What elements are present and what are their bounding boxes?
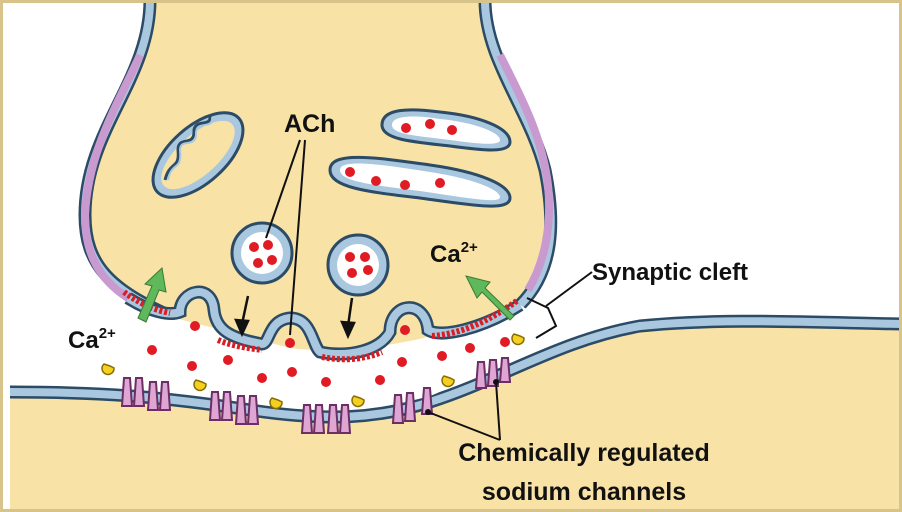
sodium-channels bbox=[120, 357, 512, 434]
ach-pointer-lines bbox=[265, 139, 306, 336]
postsynaptic-membrane-fill bbox=[9, 317, 902, 421]
er-sac-lower bbox=[328, 155, 512, 208]
calcium-label-right-base: Ca bbox=[430, 241, 461, 268]
postsynaptic-cell bbox=[10, 321, 902, 512]
binding-sites bbox=[101, 333, 525, 410]
active-zone-2 bbox=[216, 337, 263, 353]
calcium-label-right-sup: 2+ bbox=[461, 239, 478, 256]
exocytosis-arrows bbox=[234, 295, 356, 340]
calcium-label-left-base: Ca bbox=[68, 327, 99, 354]
synaptic-cleft-bracket bbox=[526, 271, 593, 339]
calcium-arrows bbox=[137, 266, 515, 323]
er-sac-upper bbox=[380, 108, 512, 152]
calcium-label-left: Ca2+ bbox=[68, 325, 116, 354]
channel-pointer-lines bbox=[427, 381, 501, 441]
mitochondrion bbox=[151, 111, 245, 199]
presynaptic-membrane-purple-left bbox=[80, 53, 144, 302]
synaptic-vesicle-left bbox=[230, 221, 294, 285]
presynaptic-terminal bbox=[85, 0, 551, 351]
ach-label: ACh bbox=[284, 110, 335, 138]
calcium-label-right: Ca2+ bbox=[430, 239, 478, 268]
synaptic-vesicle-right bbox=[326, 233, 390, 297]
sodium-channels-label-line2: sodium channels bbox=[482, 478, 686, 506]
presynaptic-membrane-purple-right bbox=[496, 53, 554, 293]
calcium-label-left-sup: 2+ bbox=[99, 325, 116, 342]
synaptic-cleft-label: Synaptic cleft bbox=[592, 259, 748, 286]
sodium-channels-label-line1: Chemically regulated bbox=[458, 439, 709, 467]
active-zone-3 bbox=[321, 349, 384, 363]
ach-molecules bbox=[147, 119, 510, 387]
presynaptic-membrane-bottom-fill bbox=[125, 288, 523, 358]
